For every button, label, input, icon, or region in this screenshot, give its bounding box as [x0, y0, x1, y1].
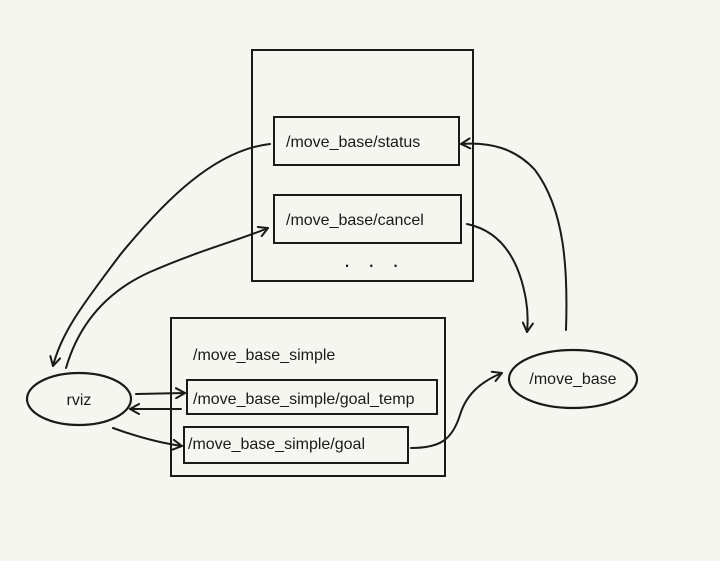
- topic-move-base-status-label: /move_base/status: [286, 134, 420, 151]
- arrow-move-base-to-status: [460, 137, 568, 331]
- move-base-simple-group-title: /move_base_simple: [193, 347, 335, 364]
- arrow-rviz-to-goal-temp: [135, 387, 186, 400]
- node-move-base[interactable]: /move_base: [507, 348, 639, 410]
- move-base-group-box: [251, 49, 474, 282]
- arrow-rviz-to-cancel: [65, 225, 269, 369]
- topic-goal-temp-label: /move_base_simple/goal_temp: [193, 391, 415, 408]
- topic-move-base-cancel-label: /move_base/cancel: [286, 212, 424, 229]
- topic-goal-temp[interactable]: /move_base_simple/goal_temp: [186, 379, 438, 415]
- topic-goal[interactable]: /move_base_simple/goal: [183, 426, 409, 464]
- topic-goal-label: /move_base_simple/goal: [188, 436, 365, 453]
- move-base-simple-group-box: [170, 317, 446, 477]
- more-topics-ellipsis: . . .: [344, 247, 405, 272]
- node-rviz[interactable]: rviz: [25, 371, 133, 427]
- node-move-base-label: /move_base: [529, 371, 616, 388]
- topic-move-base-cancel[interactable]: /move_base/cancel: [273, 194, 462, 244]
- topic-move-base-status[interactable]: /move_base/status: [273, 116, 460, 166]
- node-rviz-label: rviz: [67, 392, 92, 409]
- arrow-cancel-to-move-base: [466, 223, 534, 333]
- arrow-goal-to-move-base: [410, 370, 503, 449]
- arrow-rviz-to-goal: [112, 427, 183, 451]
- arrow-status-to-rviz: [49, 143, 271, 367]
